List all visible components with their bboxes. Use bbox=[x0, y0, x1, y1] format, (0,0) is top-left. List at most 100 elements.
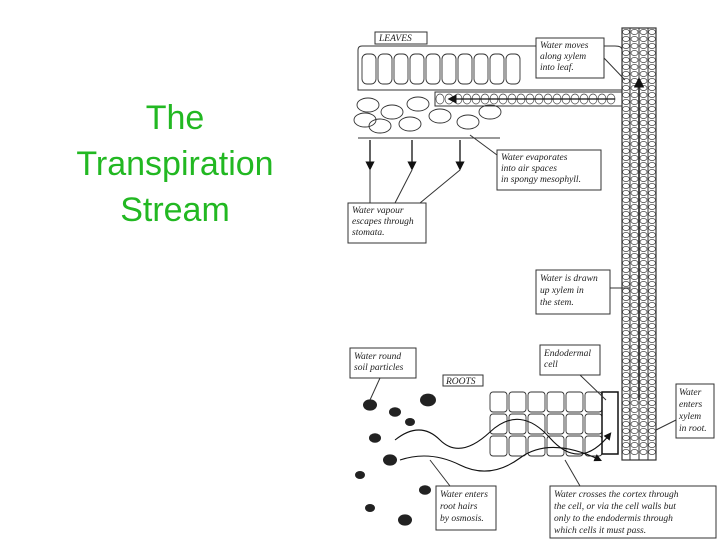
xylem-ring bbox=[639, 71, 648, 77]
cortex-cell bbox=[489, 435, 508, 457]
xylem-ring bbox=[622, 253, 630, 259]
xylem-ring bbox=[639, 85, 648, 91]
soil-particle bbox=[405, 418, 415, 426]
xylem-ring bbox=[648, 148, 656, 154]
cortex-cell bbox=[565, 413, 584, 435]
vein-ring bbox=[435, 93, 445, 105]
svg-text:Endodermal: Endodermal bbox=[543, 349, 591, 359]
svg-text:in spongy mesophyll.: in spongy mesophyll. bbox=[501, 175, 581, 185]
xylem-ring bbox=[630, 351, 639, 357]
xylem-ring bbox=[648, 36, 656, 42]
svg-text:Water: Water bbox=[679, 388, 702, 398]
xylem-ring bbox=[639, 344, 648, 350]
xylem-ring bbox=[648, 99, 656, 105]
xylem-ring bbox=[630, 120, 639, 126]
xylem-ring bbox=[622, 393, 630, 399]
xylem-ring bbox=[622, 435, 630, 441]
soil-particle bbox=[389, 407, 401, 417]
svg-text:escapes through: escapes through bbox=[352, 217, 414, 227]
xylem-ring bbox=[622, 372, 630, 378]
xylem-ring bbox=[639, 379, 648, 385]
xylem-ring bbox=[639, 316, 648, 322]
xylem-ring bbox=[648, 414, 656, 420]
soil-particle bbox=[383, 454, 397, 466]
xylem-ring bbox=[648, 351, 656, 357]
xylem-ring bbox=[622, 260, 630, 266]
xylem-ring bbox=[622, 36, 630, 42]
cortex-cell bbox=[508, 435, 527, 457]
spongy-cell bbox=[356, 97, 380, 113]
xylem-ring bbox=[622, 218, 630, 224]
xylem-ring bbox=[648, 134, 656, 140]
xylem-ring bbox=[630, 428, 639, 434]
xylem-ring bbox=[622, 400, 630, 406]
xylem-ring bbox=[648, 372, 656, 378]
xylem-ring bbox=[639, 351, 648, 357]
xylem-ring bbox=[648, 113, 656, 119]
xylem-ring bbox=[648, 71, 656, 77]
soil-particle bbox=[365, 504, 375, 512]
transpiration-diagram: LEAVES ROOTS Water moves along xy bbox=[347, 27, 717, 539]
xylem-ring bbox=[630, 323, 639, 329]
xylem-ring bbox=[648, 330, 656, 336]
xylem-ring bbox=[639, 407, 648, 413]
xylem-ring bbox=[630, 141, 639, 147]
xylem-ring bbox=[622, 141, 630, 147]
xylem-ring bbox=[622, 386, 630, 392]
xylem-ring bbox=[622, 428, 630, 434]
xylem-ring bbox=[648, 400, 656, 406]
xylem-ring bbox=[630, 358, 639, 364]
soil-particle bbox=[398, 514, 412, 526]
callout-root-hairs: Water enters root hairs by osmosis. bbox=[429, 459, 497, 531]
svg-text:soil particles: soil particles bbox=[354, 363, 404, 373]
xylem-ring bbox=[622, 358, 630, 364]
xylem-ring bbox=[639, 386, 648, 392]
spongy-cell bbox=[398, 116, 422, 132]
xylem-ring bbox=[648, 64, 656, 70]
leaves-label: LEAVES bbox=[378, 34, 412, 44]
xylem-ring bbox=[630, 260, 639, 266]
xylem-ring bbox=[622, 295, 630, 301]
xylem-ring bbox=[648, 57, 656, 63]
cortex-cell bbox=[584, 391, 603, 413]
roots-label-box bbox=[442, 374, 484, 387]
xylem-ring bbox=[630, 29, 639, 35]
xylem-ring bbox=[630, 57, 639, 63]
svg-text:Water vapour: Water vapour bbox=[352, 206, 404, 216]
xylem-ring bbox=[639, 127, 648, 133]
xylem-ring bbox=[648, 316, 656, 322]
xylem-ring bbox=[622, 407, 630, 413]
title-line-3: Stream bbox=[120, 191, 230, 229]
xylem-ring bbox=[630, 36, 639, 42]
spongy-cell bbox=[428, 108, 452, 124]
xylem-ring bbox=[639, 239, 648, 245]
xylem-ring bbox=[648, 358, 656, 364]
xylem-ring bbox=[648, 302, 656, 308]
xylem-ring bbox=[639, 365, 648, 371]
xylem-ring bbox=[639, 176, 648, 182]
xylem-ring bbox=[639, 435, 648, 441]
xylem-ring bbox=[639, 281, 648, 287]
xylem-ring bbox=[622, 414, 630, 420]
xylem-ring bbox=[630, 393, 639, 399]
xylem-ring bbox=[639, 148, 648, 154]
xylem-ring bbox=[639, 428, 648, 434]
xylem-ring bbox=[622, 197, 630, 203]
xylem-ring bbox=[622, 71, 630, 77]
spongy-cell bbox=[478, 104, 502, 120]
palisade-cell bbox=[425, 53, 441, 85]
svg-text:along xylem: along xylem bbox=[540, 52, 586, 62]
callout-xylem-into-leaf: Water moves along xylem into leaf. bbox=[535, 37, 626, 81]
xylem-ring bbox=[630, 302, 639, 308]
palisade-cell bbox=[489, 53, 505, 85]
xylem-ring bbox=[630, 253, 639, 259]
xylem-ring bbox=[639, 295, 648, 301]
xylem-ring bbox=[639, 274, 648, 280]
callout-enters-xylem: Water enters xylem in root. bbox=[655, 383, 715, 439]
cortex-cell bbox=[508, 413, 527, 435]
xylem-ring bbox=[622, 274, 630, 280]
xylem-ring bbox=[630, 435, 639, 441]
xylem-ring bbox=[622, 50, 630, 56]
xylem-ring bbox=[648, 120, 656, 126]
xylem-ring bbox=[630, 43, 639, 49]
